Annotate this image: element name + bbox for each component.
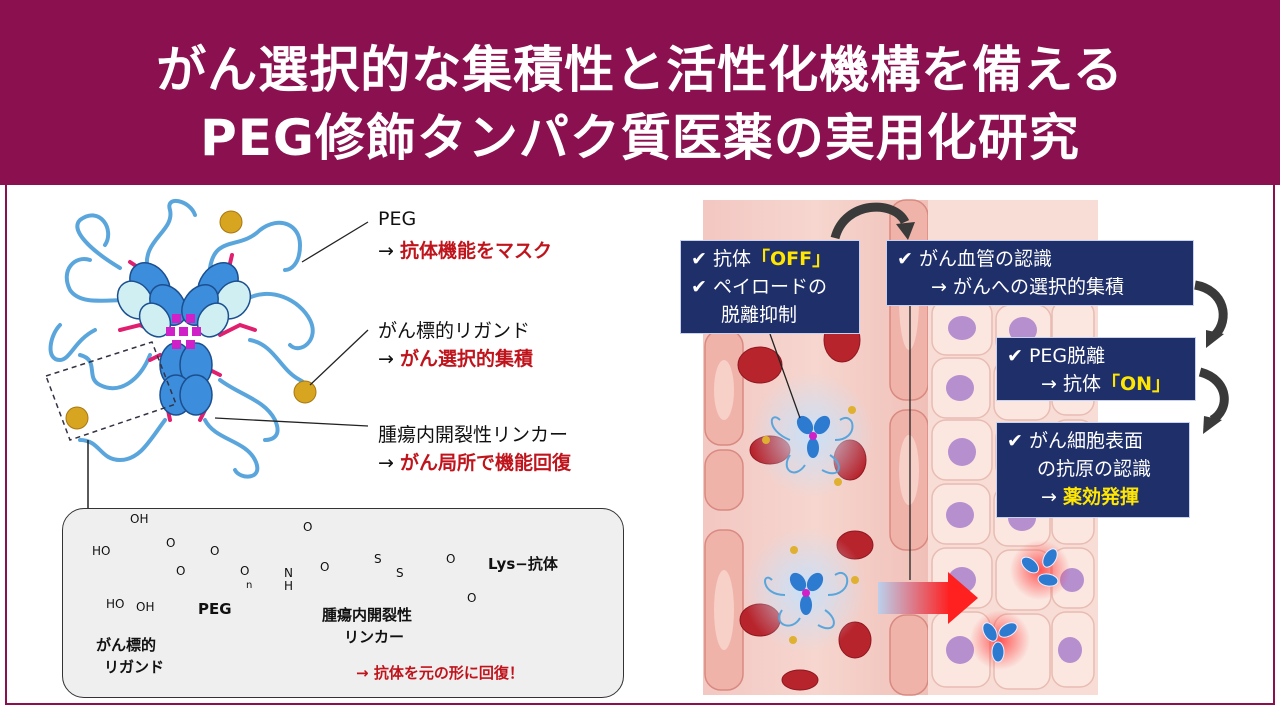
check-icon: ✔ [1007, 345, 1023, 367]
hinge-dots [166, 314, 201, 349]
callout1-line2-text: ペイロードの [712, 276, 827, 298]
chem-subscript-n: n [246, 580, 253, 591]
arrow-icon: → [378, 240, 394, 262]
mini-antibody-2 [789, 572, 824, 615]
mini-peg-1 [770, 416, 854, 475]
callout1-line1-text: 抗体 [712, 248, 751, 270]
chem-lys-antibody: Lys−抗体 [488, 555, 558, 573]
title-line-1: がん選択的な集積性と活性化機構を備える [156, 41, 1124, 99]
callout3-on-highlight: 「ON」 [1100, 373, 1172, 395]
activation-glow-1 [1010, 540, 1070, 600]
chem-ligand-label-1: がん標的 [96, 636, 157, 654]
transfer-arrow-head [948, 572, 978, 624]
chem-o-peg1: O [210, 544, 220, 558]
chem-ligand-label-2: リガンド [104, 658, 165, 676]
mini-ligands [762, 406, 859, 644]
callout4-effect-highlight: 薬効発揮 [1062, 486, 1139, 508]
zoom-region [45, 341, 177, 441]
linker-label: 腫瘍内開裂性リンカー [378, 424, 569, 446]
chem-linker-label-2: リンカー [344, 628, 405, 646]
chem-o-ring: O [166, 536, 176, 550]
chem-peg-label: PEG [198, 600, 232, 618]
flow-arrows [830, 202, 1229, 424]
arrow-icon: → [378, 452, 394, 474]
chem-ho-left: HO [92, 544, 111, 558]
chem-oh-bottom: OH [136, 600, 155, 614]
check-icon: ✔ [1007, 430, 1023, 452]
ligand-label: がん標的リガンド [378, 320, 531, 342]
chem-ho-bottom: HO [106, 597, 125, 611]
chem-o-link: O [176, 564, 186, 578]
callout-vessel-recognition: ✔ がん血管の認識 → がんへの選択的集積 [886, 240, 1194, 306]
active-antibodies [982, 548, 1059, 663]
callout3-line1-text: PEG脱離 [1028, 345, 1106, 367]
callout2-line1-text: がん血管の認識 [918, 248, 1052, 270]
title-banner: がん選択的な集積性と活性化機構を備える PEG修飾タンパク質医薬の実用化研究 [0, 0, 1280, 185]
callout-peg-release: ✔ PEG脱離 → 抗体「ON」 [996, 337, 1196, 401]
chemical-structure-panel [62, 508, 624, 698]
callout4-line2-text: の抗原の認識 [1037, 458, 1152, 480]
linker-effect: → がん局所で機能回復 [378, 448, 571, 475]
transfer-arrow-body [878, 582, 950, 614]
title-line-2: PEG修飾タンパク質医薬の実用化研究 [200, 109, 1080, 167]
callout2-line2-text: → がんへの選択的集積 [931, 276, 1124, 298]
ligand-effect-text: がん選択的集積 [399, 348, 533, 370]
callout4-line1-text: がん細胞表面 [1028, 430, 1143, 452]
chem-linker-label-1: 腫瘍内開裂性 [322, 606, 413, 624]
callout3-line2-text: → 抗体 [1041, 373, 1101, 395]
peg-chains [48, 199, 315, 479]
mini-antibody-1 [796, 415, 831, 458]
vessel-wall-nuclei [714, 360, 734, 650]
chem-h: H [284, 579, 294, 593]
arrow-icon: → [356, 664, 369, 682]
antibody-shape [116, 262, 252, 416]
chem-o-carbonyl1: O [303, 520, 313, 534]
content-frame [5, 185, 1275, 705]
callout1-line3-text: 脱離抑制 [721, 304, 798, 326]
linker-effect-text: がん局所で機能回復 [399, 452, 571, 474]
mini-peg-2 [764, 572, 849, 630]
recovery-note-text: 抗体を元の形に回復！ [373, 664, 524, 682]
chem-oh-top: OH [130, 512, 149, 526]
chem-s1: S [374, 552, 382, 566]
callout-antigen-recognition: ✔ がん細胞表面 の抗原の認識 → 薬効発揮 [996, 422, 1190, 518]
check-icon: ✔ [897, 248, 913, 270]
chem-nh: N [284, 566, 293, 580]
chem-recovery-note: → 抗体を元の形に回復！ [356, 662, 524, 683]
check-icon: ✔ [691, 276, 707, 298]
callout1-off-highlight: 「OFF」 [750, 248, 832, 270]
ligand-effect: → がん選択的集積 [378, 344, 533, 371]
peg-effect-text: 抗体機能をマスク [399, 240, 552, 262]
peg-label: PEG [378, 208, 417, 230]
peg-effect: → 抗体機能をマスク [378, 236, 552, 263]
chem-s2: S [396, 566, 404, 580]
callout-antibody-off: ✔ 抗体「OFF」 ✔ ペイロードの 脱離抑制 [680, 240, 860, 334]
callout4-line3-text: → [1041, 486, 1063, 508]
arrow-icon: → [378, 348, 394, 370]
chem-o-peg2: O [240, 564, 250, 578]
chem-o-ester1: O [320, 560, 330, 574]
check-icon: ✔ [691, 248, 707, 270]
chem-o-ester2: O [446, 552, 456, 566]
ligand-spheres [65, 210, 317, 430]
chem-o-carbonyl2: O [467, 591, 477, 605]
